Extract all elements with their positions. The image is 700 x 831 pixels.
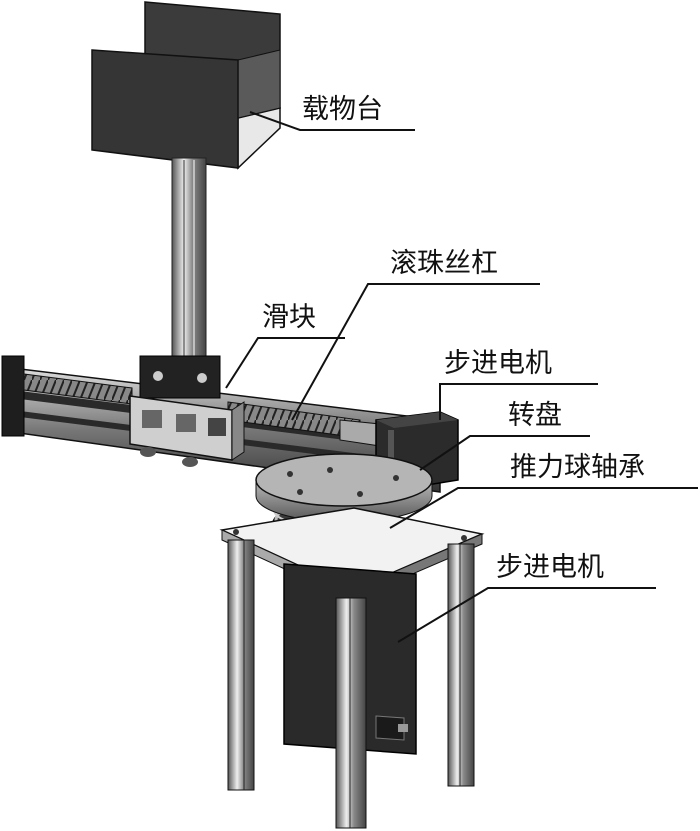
leg-front xyxy=(335,597,367,829)
callout-stepper-motor-upper: 步进电机 xyxy=(439,348,598,420)
callout-stage-platform: 载物台 xyxy=(249,94,415,131)
callout-thrust-bearing: 推力球轴承 xyxy=(389,452,698,529)
label-thrust-bearing: 推力球轴承 xyxy=(510,452,645,483)
label-turntable: 转盘 xyxy=(508,400,562,431)
callout-slider: 滑块 xyxy=(225,302,345,389)
base-frame xyxy=(219,507,485,829)
callout-ball-screw: 滚珠丝杠 xyxy=(291,248,540,421)
platform-front-plate xyxy=(91,49,239,169)
loading-platform xyxy=(91,1,281,170)
callout-stepper-motor-lower: 步进电机 xyxy=(397,552,656,643)
turntable-disk xyxy=(255,453,433,507)
label-ball-screw: 滚珠丝杠 xyxy=(390,248,498,279)
callout-turntable: 转盘 xyxy=(419,400,590,471)
leg-back-right xyxy=(447,543,475,787)
label-slider: 滑块 xyxy=(262,302,316,333)
platform-side xyxy=(237,49,281,119)
label-stepper-motor-bottom: 步进电机 xyxy=(496,552,604,583)
slider-block xyxy=(129,355,245,467)
rail-end-block-left xyxy=(1,355,25,437)
leg-back-left xyxy=(227,539,255,791)
label-stage-platform: 载物台 xyxy=(302,94,383,125)
label-stepper-motor-top: 步进电机 xyxy=(444,348,552,379)
vertical-column xyxy=(171,157,207,359)
